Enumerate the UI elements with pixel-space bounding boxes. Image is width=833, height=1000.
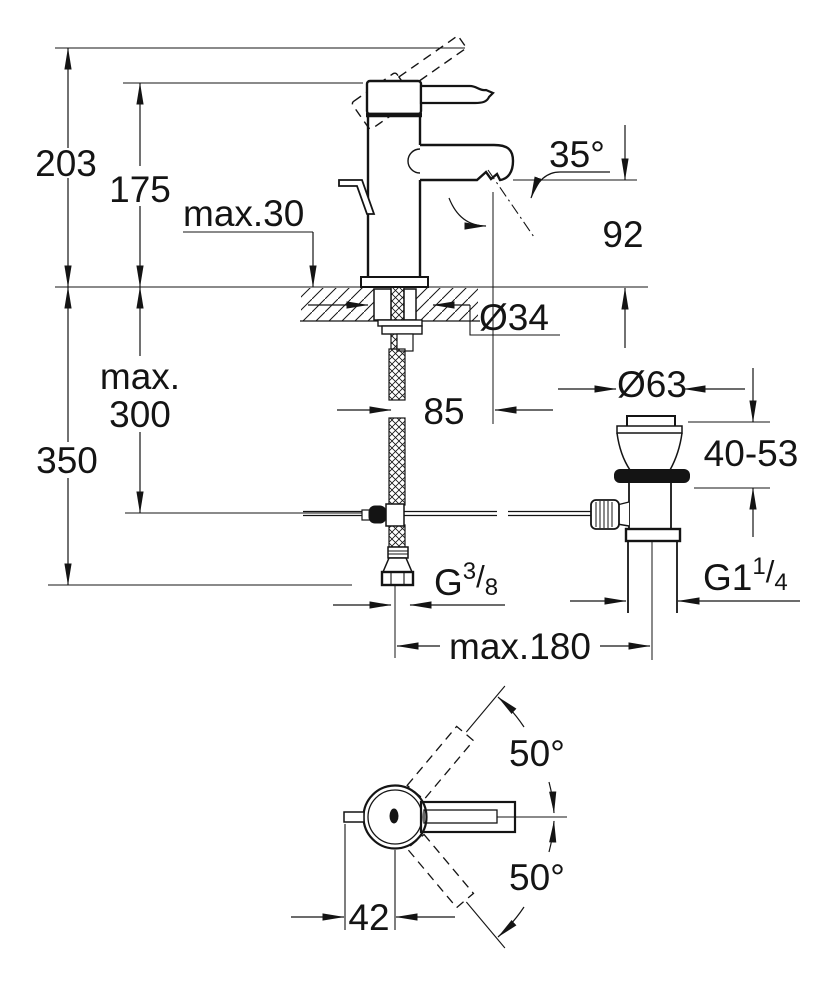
- side-view: 203 175 max.30 350 max. 300: [35, 34, 651, 667]
- lever-offset-annotation: 42: [291, 824, 455, 938]
- swivel-angle-annotation: 50° 50°: [497, 696, 565, 938]
- dim-clamping-range: 40-53: [704, 433, 799, 474]
- dim-supply-thread: G3/8: [434, 558, 498, 603]
- dim-max-hose-word: max.: [100, 356, 180, 397]
- spray-angle-annotation: 35°: [448, 134, 610, 424]
- dim-max-hose-value: 300: [109, 394, 171, 435]
- top-view: 50° 50° 42: [291, 685, 567, 949]
- waste-adjust-knob: [590, 499, 620, 530]
- dim-hole-diameter: Ø34: [479, 297, 549, 338]
- dim-spray-angle: 35°: [549, 134, 605, 175]
- dim-waste-thread: G11/4: [703, 553, 788, 598]
- pop-up-linkage: [303, 503, 591, 527]
- dim-supply-length: 350: [36, 440, 98, 481]
- dim-outlet-height: 92: [602, 214, 643, 255]
- dim-body-height: 175: [109, 169, 171, 210]
- lever-handle: [419, 84, 495, 105]
- dim-total-height: 203: [35, 143, 97, 184]
- lever-swivel-upper-dashed: [406, 685, 506, 801]
- hole-diameter-annotation: Ø34: [308, 297, 560, 338]
- spout: [420, 143, 515, 182]
- lever-pin-slot: [389, 808, 399, 824]
- lever-swivel-lower-dashed: [406, 833, 506, 949]
- waste-gasket: [614, 469, 690, 483]
- dim-swivel-upper: 50°: [509, 733, 565, 774]
- pop-up-pull-rod: [338, 179, 376, 215]
- dim-waste-diameter: Ø63: [617, 364, 687, 405]
- dim-max-waste-distance: max.180: [449, 626, 591, 667]
- hose-fitting: [380, 546, 415, 658]
- spout-body-fillet: [407, 148, 421, 174]
- lever-shaft-top-view: [423, 809, 498, 824]
- dim-outlet-reach: 85: [423, 391, 464, 432]
- waste-body: [590, 415, 690, 660]
- spout-stub-top-view: [343, 811, 365, 823]
- handle-cap: [365, 79, 423, 116]
- base-flange: [360, 276, 429, 288]
- dim-lever-offset: 42: [348, 897, 389, 938]
- mounting-hardware: [373, 286, 423, 352]
- clamping-range-annotation: 40-53: [688, 368, 798, 537]
- faucet-body: [338, 34, 515, 288]
- waste-collar: [624, 527, 682, 543]
- pop-up-waste-view: Ø63 40-53: [558, 364, 800, 660]
- dim-max-deck: max.30: [183, 193, 304, 234]
- dim-swivel-lower: 50°: [509, 857, 565, 898]
- extension-lines: [48, 47, 648, 586]
